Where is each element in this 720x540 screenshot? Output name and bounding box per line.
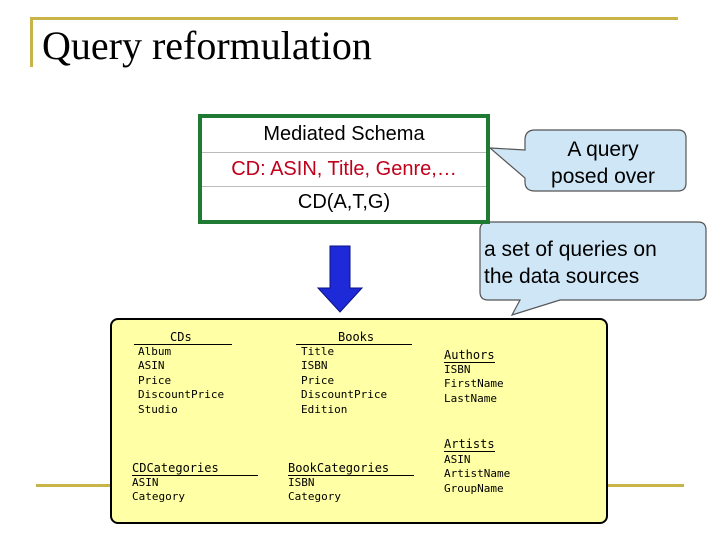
source-authors-fields: ISBN FirstName LastName [444, 363, 504, 406]
source-artists-fields: ASIN ArtistName GroupName [444, 453, 510, 496]
source-cds-title-text: CDs [170, 330, 192, 344]
down-arrow-icon [316, 245, 364, 313]
slide-frame-left [30, 17, 33, 67]
field: Price [301, 373, 335, 387]
field: Title [301, 345, 335, 358]
callout-query-shape [488, 129, 687, 192]
field: ASIN [444, 453, 471, 466]
schema-heading: Mediated Schema [263, 123, 425, 145]
field: Studio [138, 402, 178, 416]
schema-query: CD(A,T,G) [297, 191, 391, 213]
field: Category [132, 490, 185, 504]
mediated-schema-box: Mediated Schema CD: ASIN, Title, Genre,…… [198, 114, 490, 224]
field: Category [288, 490, 341, 504]
field: DiscountPrice [301, 388, 388, 402]
field: Price [138, 373, 172, 387]
field: ASIN [132, 476, 159, 489]
callout-query-line-1: A query [567, 138, 639, 161]
callout-query-text: A query posed over [528, 136, 678, 190]
field: ASIN [138, 359, 165, 373]
source-artists-title: Artists [444, 437, 495, 452]
slide-frame-top [30, 17, 678, 20]
source-books-fields: Title ISBN Price DiscountPrice Edition [301, 345, 387, 417]
slide-title: Query reformulation [42, 23, 372, 68]
field: GroupName [444, 481, 504, 495]
field: LastName [444, 391, 497, 405]
callout-query-line-2: posed over [551, 165, 655, 188]
source-books-title: Books [296, 330, 412, 345]
callout-reformulated-line-2: the data sources [484, 265, 640, 288]
field: FirstName [444, 377, 504, 391]
schema-relation: CD: ASIN, Title, Genre,… [202, 152, 486, 187]
source-bookcategories-title: BookCategories [288, 461, 414, 476]
field: ISBN [444, 363, 471, 376]
source-bookcategories-fields: ISBN Category [288, 476, 341, 505]
source-books-title-text: Books [338, 330, 375, 344]
source-cds-title: CDs [134, 330, 232, 345]
source-cdcategories-title: CDCategories [132, 461, 258, 476]
field: DiscountPrice [138, 388, 225, 402]
callout-reformulated-text: a set of queries on the data sources [482, 236, 704, 290]
source-cdcategories-fields: ASIN Category [132, 476, 185, 505]
field: ArtistName [444, 467, 511, 481]
data-sources-box [110, 318, 608, 524]
field: Edition [301, 402, 348, 416]
field: ISBN [301, 359, 328, 373]
source-cds-fields: Album ASIN Price DiscountPrice Studio [138, 345, 224, 417]
callout-reformulated-line-1: a set of queries on [484, 238, 657, 261]
field: ISBN [288, 476, 315, 489]
field: Album [138, 345, 172, 358]
source-authors-title: Authors [444, 348, 495, 363]
